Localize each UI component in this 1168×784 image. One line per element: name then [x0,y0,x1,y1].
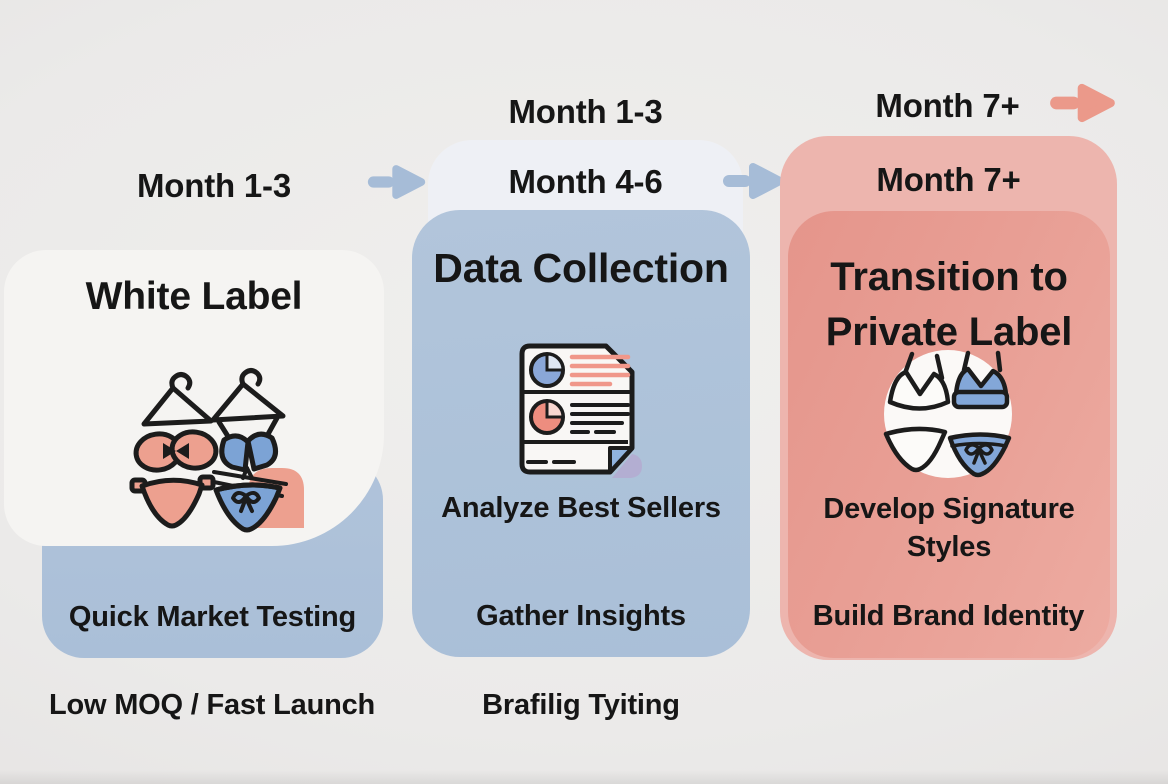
period-label-month-7-top: Month 7+ [875,87,1020,124]
column2-item-analyze-best-sellers: Analyze Best Sellers [441,492,721,524]
column1-footnote: Low MOQ / Fast Launch [48,689,376,721]
blue-right-arrow-icon [723,163,784,199]
lingerie-hangers-icon [129,368,304,533]
red-right-arrow-icon [1050,83,1115,123]
column3-title: Transition to Private Label [825,255,1073,355]
period-label-month-1-3-top: Month 1-3 [508,93,663,130]
column2-title: Data Collection [433,245,729,291]
blue-right-arrow-icon [367,165,426,199]
column3-item-develop-signature-styles: Develop Signature Styles [823,493,1075,563]
period-label-month-1-3: Month 1-3 [136,167,291,204]
period-label-month-4-6: Month 4-6 [508,163,663,200]
period-label-month-7-card: Month 7+ [876,161,1021,198]
report-document-icon [519,343,642,478]
column2-item-gather-insights: Gather Insights [476,600,686,632]
column2-footnote: Brafilig Tyiting [482,689,680,721]
column1-title: White Label [85,275,303,318]
column1-card-label: Quick Market Testing [68,601,357,633]
lingerie-sets-circle-icon [883,350,1012,478]
column3-item-build-brand-identity: Build Brand Identity [812,600,1085,632]
